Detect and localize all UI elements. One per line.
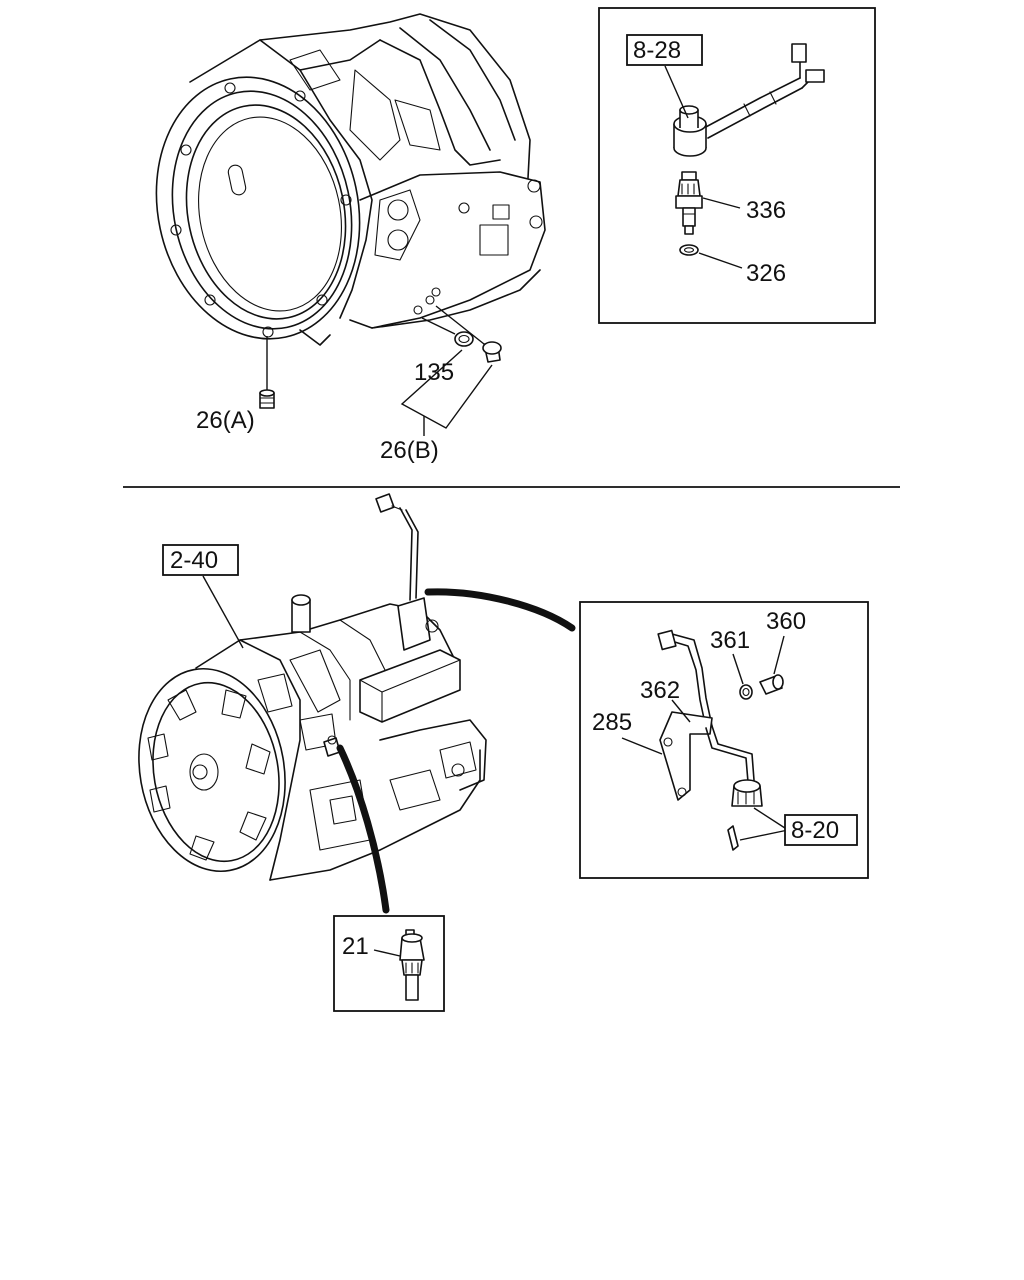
label-21: 21 — [342, 933, 369, 960]
arc-to-inset-right — [424, 588, 576, 632]
label-361: 361 — [710, 627, 750, 654]
label-362: 362 — [640, 677, 680, 704]
label-285: 285 — [592, 709, 632, 736]
ref-box-8-20 — [784, 814, 858, 846]
ref-box-8-28 — [626, 34, 703, 66]
leader-285 — [621, 737, 663, 755]
ref-label-2-40: 2-40 — [170, 547, 218, 574]
arc-to-inset-21 — [336, 744, 390, 914]
sensor-21-drawing — [399, 929, 425, 1001]
harness-bracket-drawing — [657, 629, 755, 801]
plug-26a-drawing — [259, 336, 275, 409]
sensor-8-20-drawing — [727, 779, 763, 851]
leader-8-28 — [664, 65, 689, 119]
label-135: 135 — [414, 359, 454, 386]
ref-label-8-20: 8-20 — [791, 817, 839, 844]
washer-361-drawing — [739, 684, 753, 700]
leader-362 — [671, 699, 691, 723]
leader-360 — [773, 635, 785, 675]
label-26a: 26(A) — [196, 407, 255, 434]
washer-135-drawing — [421, 317, 474, 347]
bolt-360-drawing — [759, 674, 784, 695]
leader-336 — [702, 197, 741, 209]
ref-label-8-28: 8-28 — [633, 37, 681, 64]
plug-26b-drawing — [435, 305, 502, 363]
sensor-336-drawing — [675, 171, 703, 235]
label-326: 326 — [746, 260, 786, 287]
ref-box-2-40 — [162, 544, 239, 576]
harness-connector-drawing — [673, 43, 825, 157]
leader-8-20 — [739, 807, 789, 841]
leader-361 — [732, 653, 744, 685]
inset-box-21 — [333, 915, 445, 1012]
leader-2-40 — [202, 575, 244, 649]
washer-326-drawing — [679, 244, 699, 256]
label-26b: 26(B) — [380, 437, 439, 464]
leader-326 — [698, 252, 743, 269]
transmission-assembly-drawing — [138, 493, 487, 881]
label-360: 360 — [766, 608, 806, 635]
transmission-housing-drawing — [155, 13, 546, 346]
label-336: 336 — [746, 197, 786, 224]
leader-21 — [373, 949, 401, 957]
